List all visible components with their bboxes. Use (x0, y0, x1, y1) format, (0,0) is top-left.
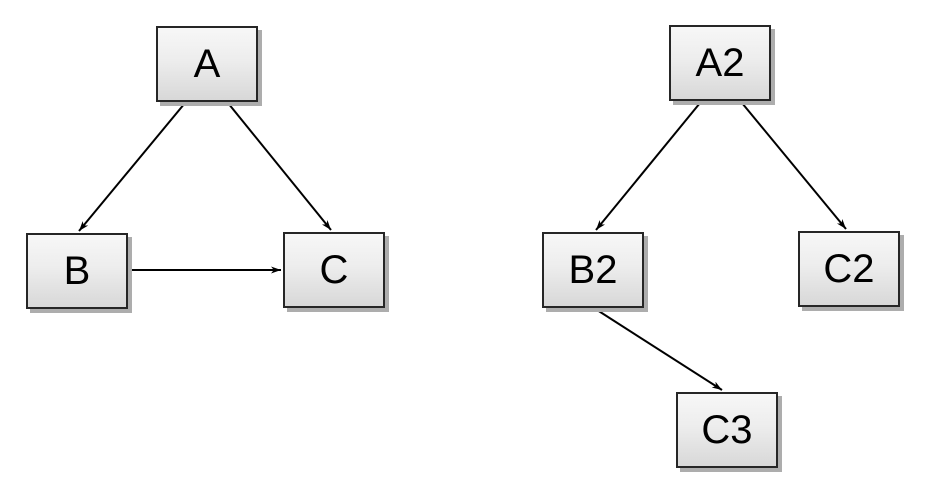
edge-a2-to-c2[interactable] (741, 102, 847, 230)
edge-a2-to-b2[interactable] (595, 102, 701, 231)
edge-a-to-b[interactable] (78, 102, 186, 232)
node-c2-label: C2 (823, 247, 875, 291)
node-b-label: B (63, 249, 91, 293)
node-b[interactable]: B (26, 233, 128, 309)
node-c3-label: C3 (701, 408, 753, 452)
node-a[interactable]: A (156, 26, 258, 102)
node-c[interactable]: C (283, 232, 385, 308)
node-c3[interactable]: C3 (676, 392, 778, 468)
node-c2[interactable]: C2 (798, 231, 900, 307)
edge-a-to-c[interactable] (227, 102, 332, 231)
node-b2-label: B2 (568, 248, 618, 292)
node-a-label: A (193, 42, 221, 86)
node-a2[interactable]: A2 (669, 25, 771, 101)
node-c-label: C (319, 248, 349, 292)
edge-b2-to-c3[interactable] (593, 307, 723, 391)
node-b2[interactable]: B2 (542, 232, 644, 308)
node-a2-label: A2 (695, 41, 745, 85)
